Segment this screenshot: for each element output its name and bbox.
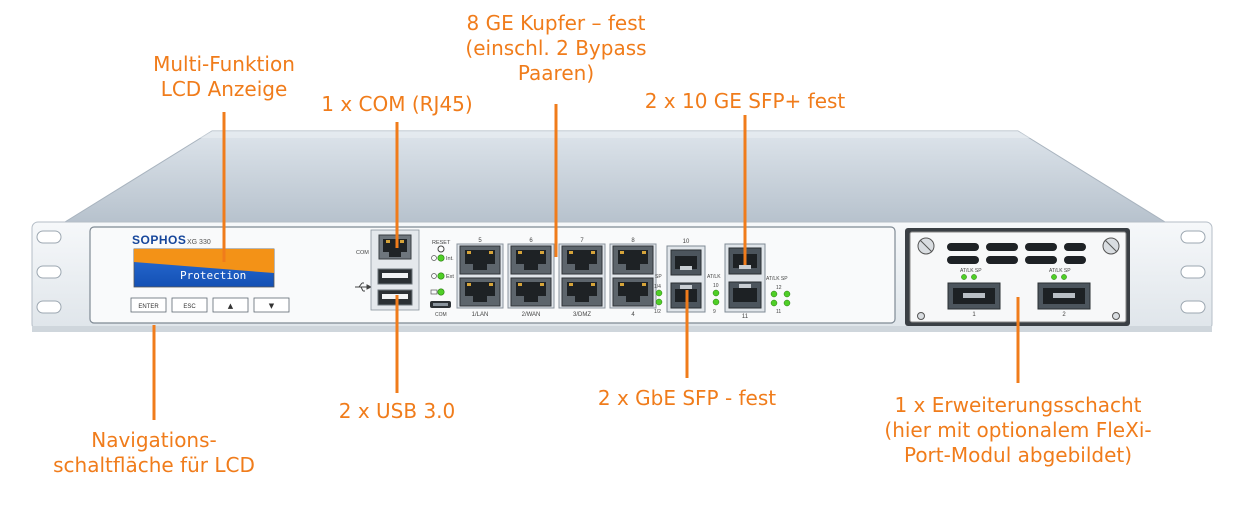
copper-port-top-5[interactable]	[459, 245, 501, 275]
callout-usb-line-1: 2 x USB 3.0	[338, 399, 456, 423]
callout-lines	[152, 104, 1020, 420]
flexi-port-number-1: 1	[972, 312, 976, 318]
copper-port-top-number: 5	[478, 238, 482, 244]
callout-copper: 8 GE Kupfer – fest (einschl. 2 Bypass Pa…	[431, 11, 681, 86]
rack-ear-right	[1180, 230, 1206, 314]
reset-button[interactable]	[437, 245, 445, 253]
callout-usb: 2 x USB 3.0	[317, 399, 477, 424]
sfp-plus-status-11: 11	[776, 309, 781, 315]
flexi-port-1-label: AT/LK SP	[960, 268, 982, 274]
sfp-plus-port-2[interactable]	[728, 281, 762, 309]
flexi-leds	[961, 274, 1067, 280]
led-label-ext: Ext	[446, 274, 454, 280]
down-button[interactable]: ▼	[253, 297, 290, 313]
callout-nav-line-2: schaltfläche für LCD	[53, 453, 255, 477]
sfp-plus-status-12: 12	[776, 285, 782, 291]
flexi-sfp-port-1[interactable]	[947, 282, 1001, 310]
gbe-sfp-top-number: 10	[683, 239, 690, 245]
micro-com-port[interactable]	[430, 301, 451, 308]
copper-port-top-number: 7	[580, 238, 584, 244]
micro-com-label: COM	[435, 312, 447, 318]
sfp-plus-bottom-number: 11	[742, 314, 749, 320]
flexi-sfp-port-2[interactable]	[1037, 282, 1091, 310]
usb-port-2[interactable]	[377, 289, 413, 306]
callout-copper-line-2: (einschl. 2 Bypass	[465, 36, 647, 60]
enter-button[interactable]: ENTER	[130, 297, 167, 313]
model-label: XG 330	[187, 239, 211, 246]
callout-com-line-1: 1 x COM (RJ45)	[321, 92, 473, 116]
gbe-sfp-port-1[interactable]	[670, 249, 702, 276]
callout-expansion: 1 x Erweiterungsschacht (hier mit option…	[880, 393, 1156, 468]
com-port-rj45[interactable]	[378, 234, 412, 260]
esc-button[interactable]: ESC	[171, 297, 208, 313]
copper-port-bottom-label: 2/WAN	[522, 312, 541, 318]
gbe-status-atlk: AT/LK	[707, 274, 721, 280]
copper-port-bottom-label: 4	[631, 312, 635, 318]
up-button[interactable]: ▲	[212, 297, 249, 313]
callout-copper-line-1: 8 GE Kupfer – fest	[466, 11, 646, 35]
callout-lcd-line-1: Multi-Funktion	[153, 52, 295, 76]
callout-com: 1 x COM (RJ45)	[297, 92, 497, 117]
copper-port-top-7[interactable]	[561, 245, 603, 275]
enter-button-label: ENTER	[138, 304, 159, 310]
sfp-indicator-12: 1/2	[654, 309, 661, 315]
down-arrow-icon: ▼	[269, 302, 275, 310]
rack-ear-left	[36, 230, 62, 314]
esc-button-label: ESC	[183, 304, 196, 310]
module-screw-icon	[917, 237, 1120, 320]
flexi-port-number-2: 2	[1062, 312, 1066, 318]
copper-ports: 5 1/LAN 6 2/WAN 7 3/DMZ 8 4	[456, 238, 657, 318]
led-label-int: Int.	[446, 256, 454, 262]
copper-port-bottom-1[interactable]	[459, 277, 501, 307]
copper-port-top-number: 6	[529, 238, 533, 244]
callout-expansion-line-3: Port-Modul abgebildet)	[903, 443, 1133, 467]
brand-logo: SOPHOS	[132, 233, 186, 247]
com-label: COM	[356, 250, 369, 256]
copper-port-bottom-label: 1/LAN	[472, 312, 489, 318]
copper-port-top-6[interactable]	[510, 245, 552, 275]
sfp-indicator-14: 1/4	[654, 284, 661, 290]
up-arrow-icon: ▲	[228, 302, 234, 310]
usb-icon	[355, 282, 373, 292]
module-vent-slots	[947, 243, 1086, 264]
lcd-display: Protection	[133, 248, 275, 288]
flexi-port-2-label: AT/LK SP	[1049, 268, 1071, 274]
copper-port-bottom-3[interactable]	[561, 277, 603, 307]
callout-gbe-sfp-line-1: 2 x GbE SFP - fest	[597, 386, 777, 410]
lcd-text: Protection	[180, 269, 246, 282]
callout-expansion-line-2: (hier mit optionalem FleXi-	[884, 418, 1152, 442]
callout-sfp-plus: 2 x 10 GE SFP+ fest	[620, 89, 870, 114]
callout-copper-line-3: Paaren)	[517, 61, 595, 85]
callout-lcd-line-2: LCD Anzeige	[160, 77, 288, 101]
gbe-status-10: 10	[713, 283, 719, 289]
reset-label: RESET	[432, 240, 451, 246]
copper-port-top-number: 8	[631, 238, 635, 244]
sfp-plus-indicators: AT/LK SP 12 11	[766, 276, 791, 315]
copper-port-bottom-2[interactable]	[510, 277, 552, 307]
status-leds: Int. Ext	[430, 254, 454, 296]
gbe-sfp-indicators: SP 1/4 1/2 AT/LK 10 9	[654, 274, 721, 315]
nav-buttons: ENTER ESC ▲ ▼	[130, 297, 290, 313]
callout-expansion-line-1: 1 x Erweiterungsschacht	[894, 393, 1142, 417]
copper-port-top-8[interactable]	[612, 245, 654, 275]
sfp-indicator-sp: SP	[655, 274, 662, 280]
callout-nav: Navigations- schaltfläche für LCD	[49, 428, 259, 478]
copper-port-bottom-label: 3/DMZ	[573, 312, 591, 318]
usb-port-1[interactable]	[377, 268, 413, 285]
chassis-top	[63, 130, 1167, 223]
copper-port-bottom-4[interactable]	[612, 277, 654, 307]
callout-nav-line-1: Navigations-	[91, 428, 217, 452]
gbe-status-9: 9	[713, 309, 716, 315]
callout-sfp-plus-line-1: 2 x 10 GE SFP+ fest	[644, 89, 846, 113]
sfp-plus-status-atlk: AT/LK SP	[766, 276, 788, 282]
callout-lcd: Multi-Funktion LCD Anzeige	[124, 52, 324, 102]
callout-gbe-sfp: 2 x GbE SFP - fest	[577, 386, 797, 411]
